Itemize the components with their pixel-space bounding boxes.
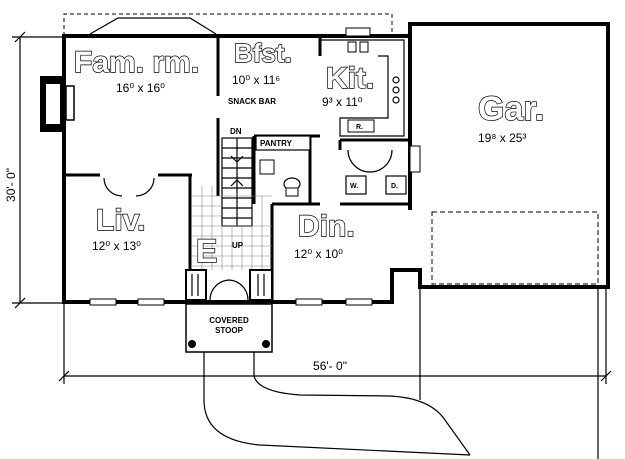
- width-dimension-line: [58, 285, 612, 384]
- bay-window-outline: [63, 13, 393, 36]
- depth-dimension-line: [12, 31, 64, 309]
- snack-bar-label: SNACK BAR: [228, 97, 276, 106]
- family-room-size: 16⁰ x 16⁰: [116, 81, 165, 95]
- staircase: [221, 137, 253, 227]
- family-room-title: Fam. rm.: [74, 46, 199, 79]
- washer-label: W.: [350, 183, 358, 190]
- range-label: R.: [356, 124, 363, 131]
- walkway: [203, 352, 471, 456]
- interior-walls: [64, 36, 412, 302]
- walkway-edge: [253, 352, 471, 456]
- dining-room-size: 12⁰ x 10⁰: [294, 247, 343, 261]
- depth-dimension-label: 30'- 0": [4, 168, 18, 202]
- washer-dryer: [345, 175, 407, 195]
- living-room-size: 12⁰ x 13⁰: [92, 239, 141, 253]
- stoop-column-right: [262, 340, 270, 348]
- entry-closets: [185, 269, 273, 301]
- front-windows: [89, 298, 373, 306]
- kitchen-size: 9³ x 11⁰: [322, 95, 363, 109]
- covered-stoop: [185, 303, 273, 353]
- breakfast-size: 10⁰ x 11⁶: [232, 73, 280, 87]
- stoop-label-line2: STOOP: [215, 326, 244, 335]
- bay-window: [89, 17, 217, 35]
- living-room-doors: [103, 177, 155, 197]
- pantry-closet: [255, 135, 311, 151]
- stairs-down-label: DN: [230, 127, 242, 136]
- stoop-label-line1: COVERED: [209, 316, 249, 325]
- stoop-column-left: [188, 340, 196, 348]
- front-door: [209, 279, 249, 301]
- dryer-label: D.: [391, 183, 398, 190]
- powder-room-fixtures: [259, 159, 301, 197]
- living-room-title: Liv.: [96, 204, 145, 237]
- width-dimension-label: 56'- 0": [313, 359, 347, 373]
- pantry-label: PANTRY: [260, 139, 293, 148]
- fireplace: [40, 76, 75, 132]
- laundry-doors: [347, 145, 421, 173]
- garage-door: [431, 211, 599, 285]
- breakfast-title: Bfst.: [234, 38, 292, 68]
- entry-tile-floor: [192, 186, 272, 270]
- kitchen-title: Kit.: [326, 62, 374, 95]
- garage-size: 19⁸ x 25³: [478, 131, 526, 145]
- garage-title: Gar.: [478, 90, 544, 128]
- dining-room-title: Din.: [298, 210, 355, 243]
- kitchen-counter: [319, 27, 405, 137]
- stairs-up-label: UP: [232, 241, 244, 250]
- entry-title: E: [196, 233, 217, 269]
